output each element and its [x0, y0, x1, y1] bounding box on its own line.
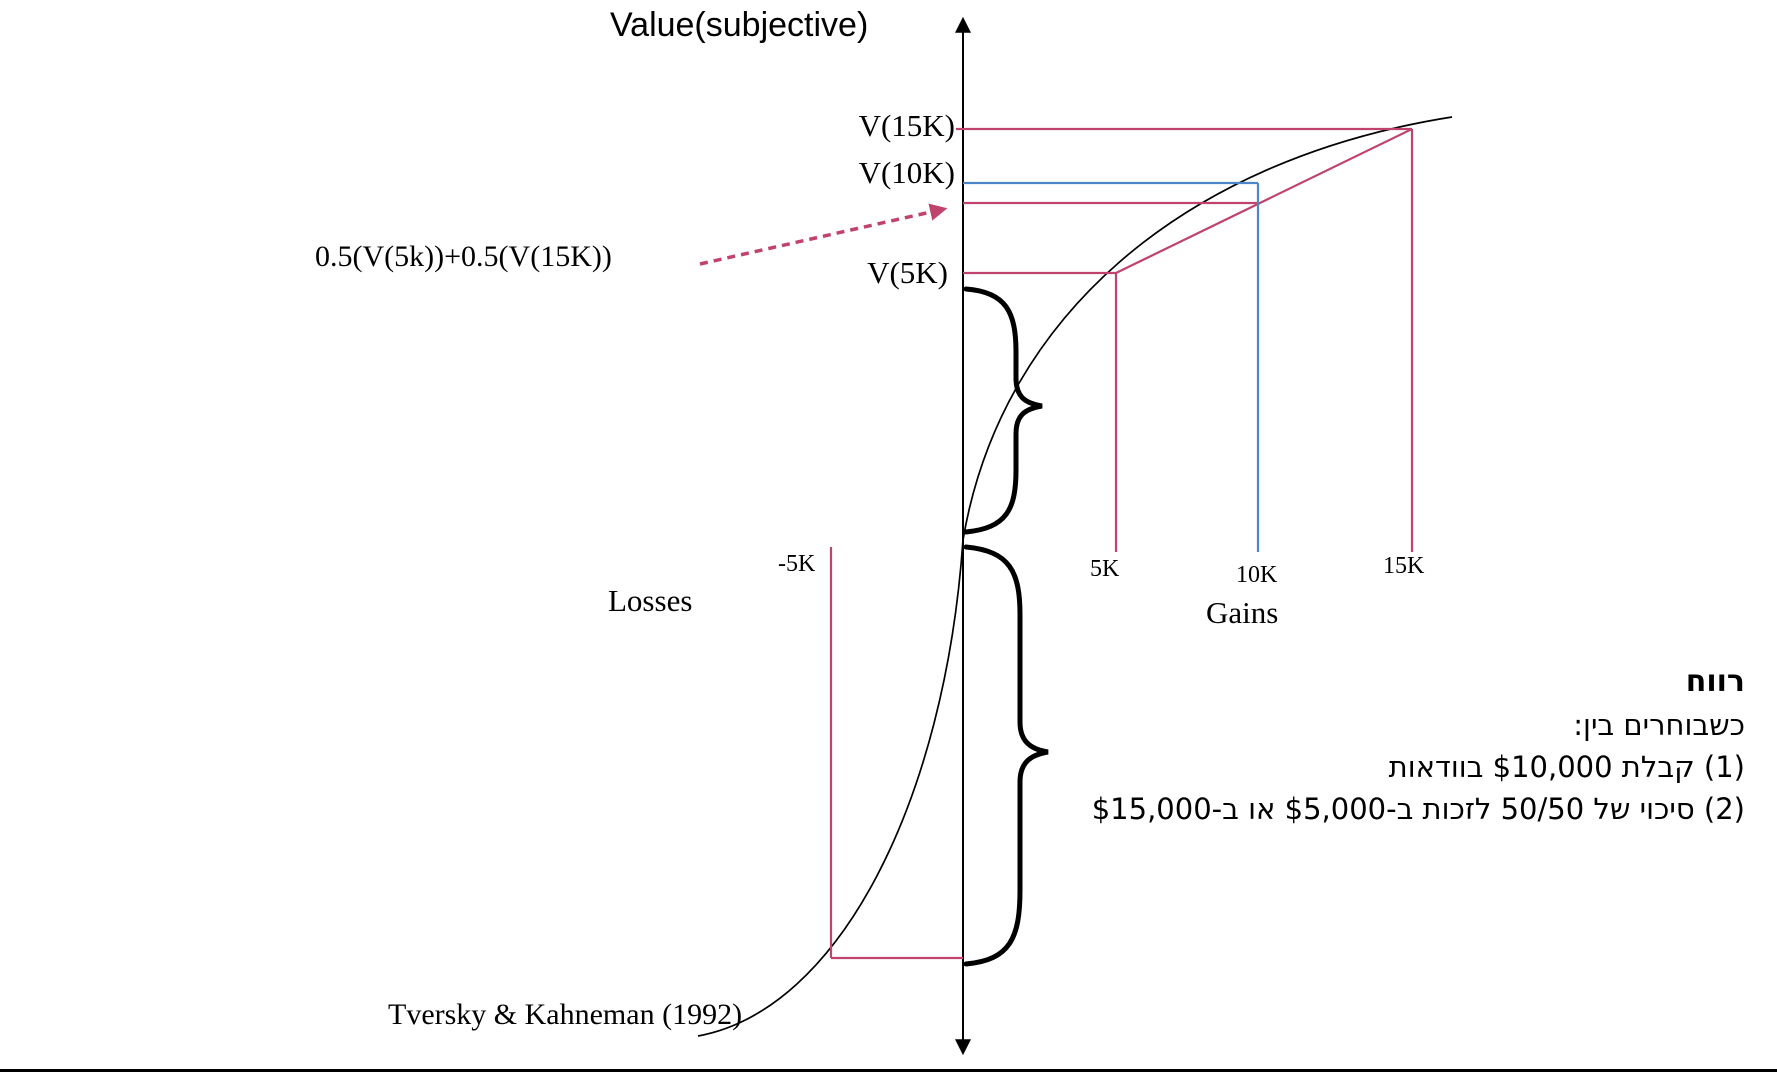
- note-heading: רווח: [1685, 664, 1745, 699]
- tick-10k: 10K: [1236, 562, 1278, 588]
- note-intro: כשבוחרים בין:: [1573, 708, 1745, 742]
- label-v5k: V(5K): [867, 255, 948, 290]
- gamble-chord-line: [1115, 128, 1413, 274]
- label-expected-value: 0.5(V(5k))+0.5(V(15K)): [315, 240, 612, 273]
- axis-label-losses: Losses: [608, 583, 693, 618]
- note-option-2: (2) סיכוי של 50/50 לזכות ב-$5,000 או ב-$…: [1091, 792, 1745, 826]
- tick-15k: 15K: [1383, 553, 1425, 579]
- tick-neg5k: -5K: [778, 551, 816, 577]
- label-v15k: V(15K): [858, 108, 955, 143]
- attribution: Tversky & Kahneman (1992): [388, 998, 743, 1031]
- loss-brace: [963, 544, 1049, 967]
- slide-bottom-border: [0, 1069, 1777, 1072]
- label-v10k: V(10K): [858, 155, 955, 190]
- axis-title-value: Value(subjective): [610, 6, 869, 44]
- gain-brace: [963, 286, 1043, 535]
- tick-5k: 5K: [1090, 556, 1120, 582]
- note-option-1: (1) קבלת $10,000 בוודאות: [1388, 750, 1745, 784]
- axis-label-gains: Gains: [1206, 595, 1279, 630]
